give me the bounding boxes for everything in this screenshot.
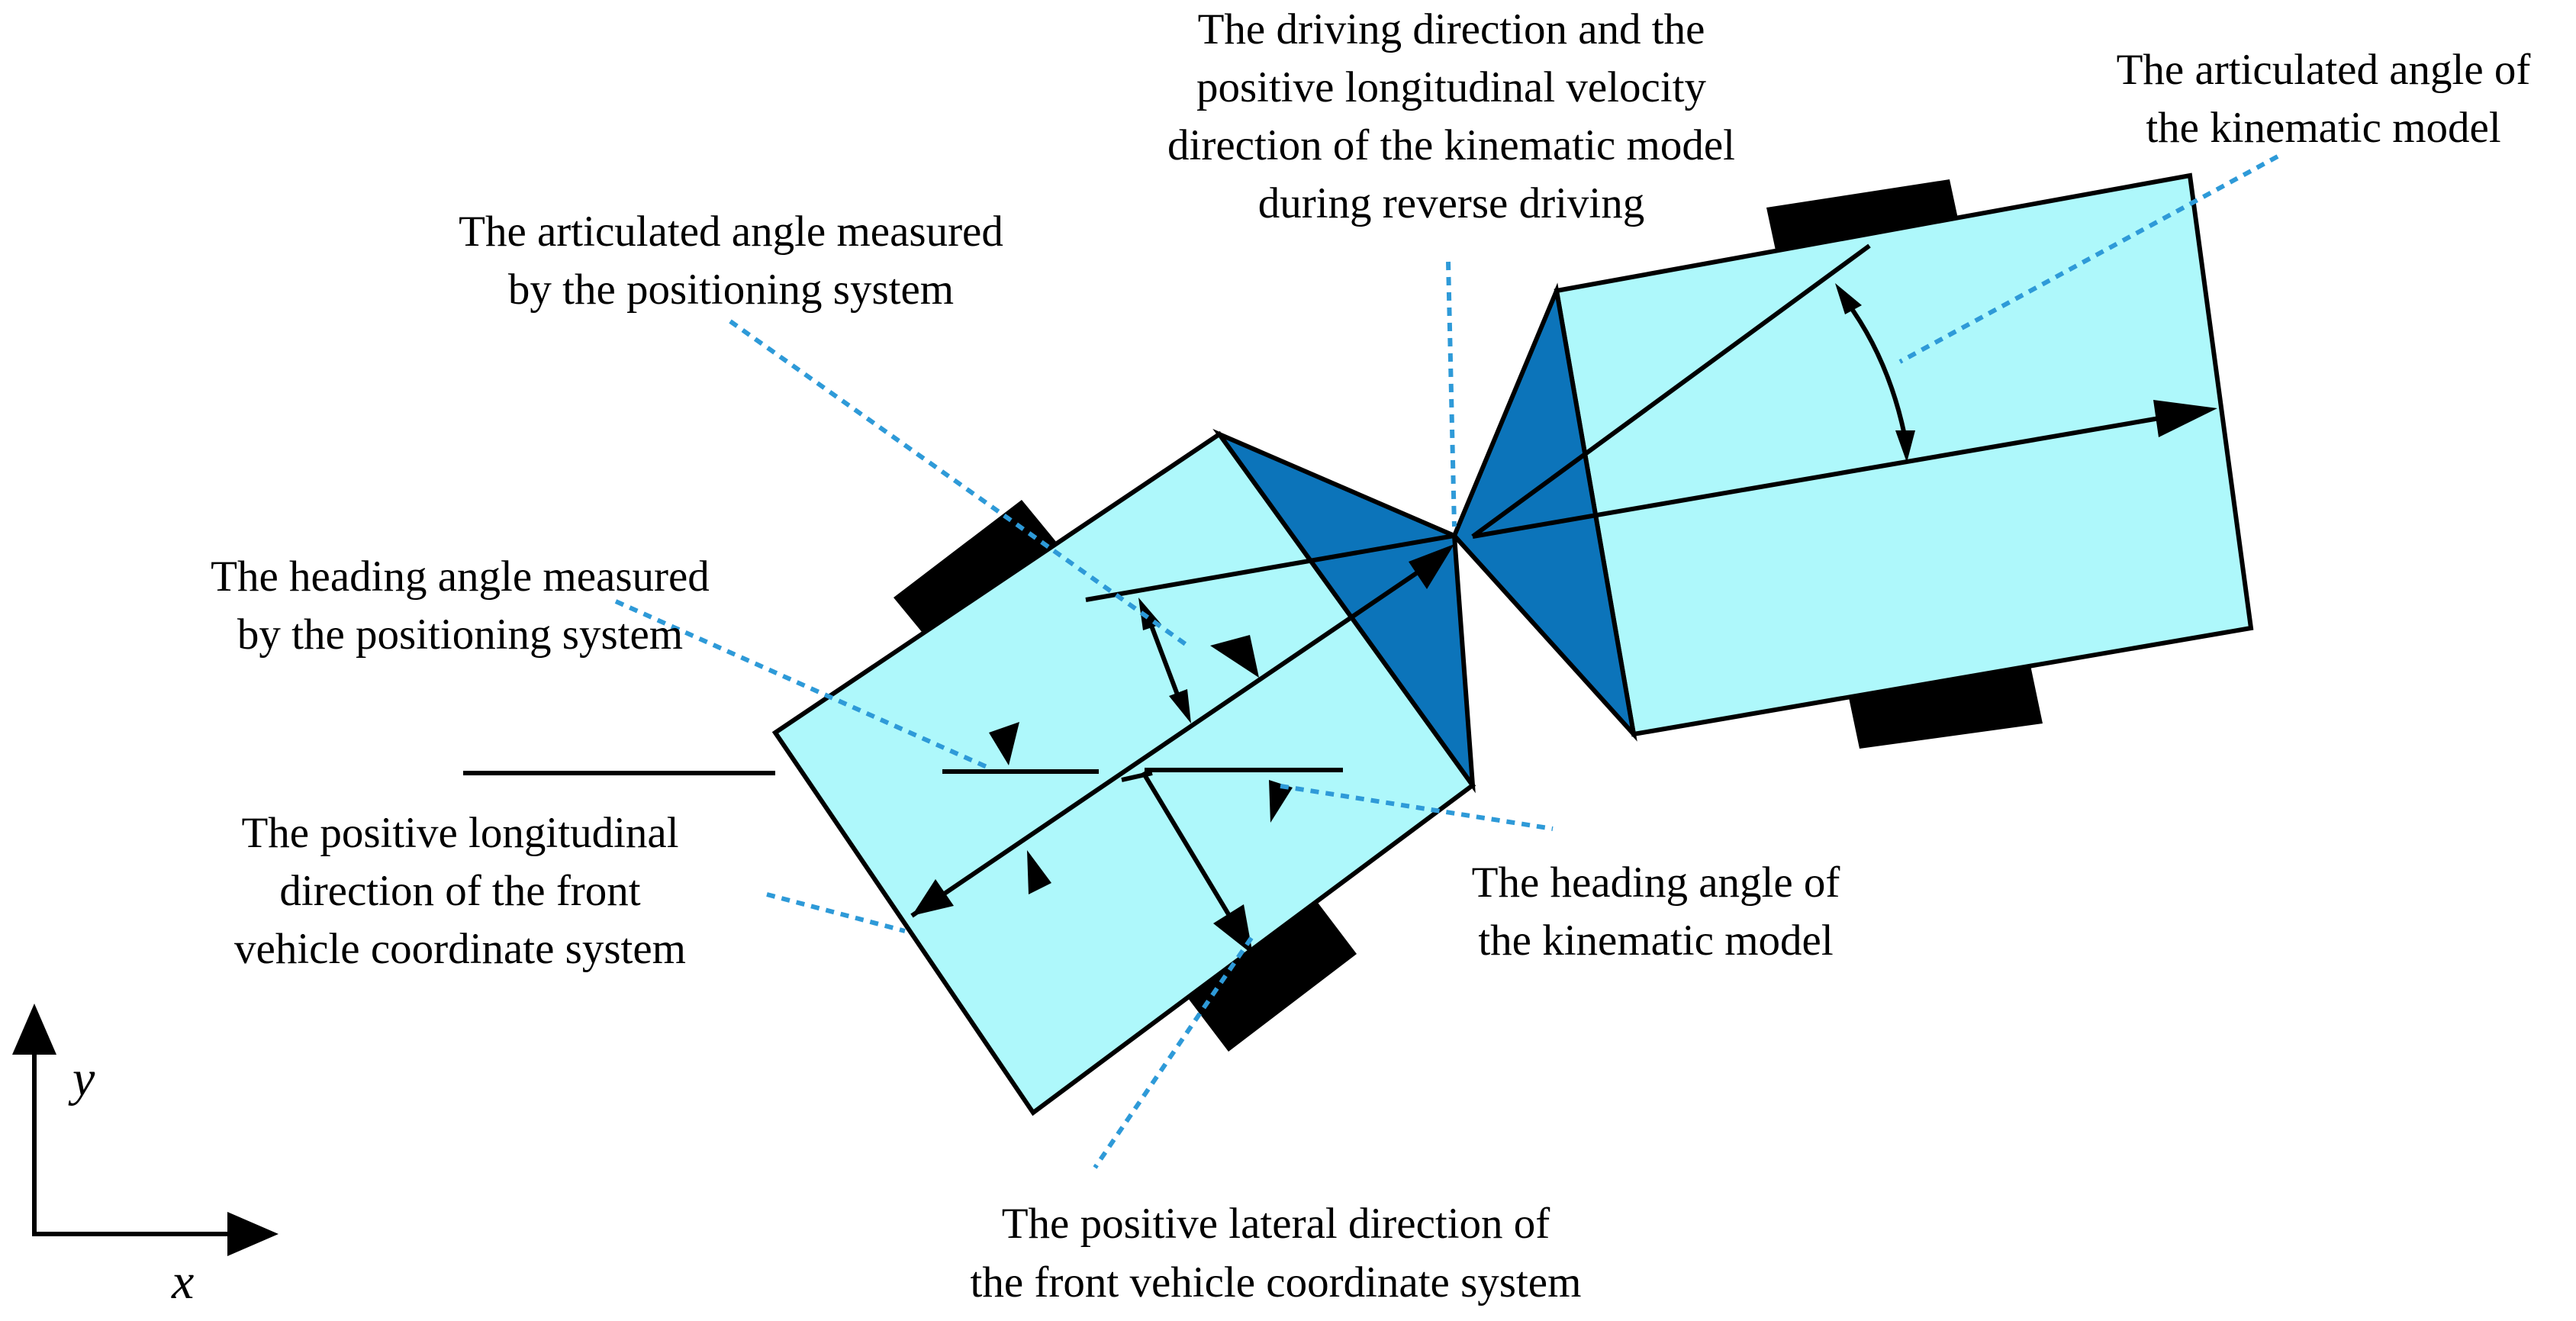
rear-vehicle-wheel-top (1766, 179, 1961, 261)
measured-articulation-arc (1147, 618, 1182, 702)
leader-positive-lateral (1093, 936, 1254, 1169)
x-axis-label: x (171, 1254, 194, 1310)
longitudinal-angle-marker (1027, 850, 1051, 894)
front-vehicle-wheel-bottom (1178, 888, 1357, 1052)
rear-driving-direction-line (1472, 416, 2160, 539)
measured-articulation-marker (1210, 635, 1259, 678)
label-articulated-angle-measured: The articulated angle measured by the po… (459, 208, 1003, 314)
svg-text:the kinematic model: the kinematic model (2146, 104, 2500, 152)
y-axis-label: y (68, 1051, 95, 1107)
label-driving-direction: The driving direction and the positive l… (1167, 5, 1735, 227)
svg-text:the kinematic model: the kinematic model (1478, 917, 1833, 965)
lateral-direction-arrowhead (1213, 904, 1253, 955)
svg-text:The heading angle of: The heading angle of (1472, 859, 1840, 907)
svg-text:by the positioning system: by the positioning system (508, 266, 954, 314)
rear-vehicle-axis (1471, 243, 1871, 539)
label-articulated-angle-kinematic: The articulated angle of the kinematic m… (2117, 46, 2531, 152)
leader-driving-direction (1446, 261, 1457, 527)
lateral-direction-line (1141, 771, 1231, 916)
kinematic-articulation-arc (1844, 300, 1907, 436)
kinematic-articulation-arrowhead-bottom (1895, 430, 1915, 462)
svg-text:The positive longitudinal: The positive longitudinal (241, 809, 678, 857)
svg-text:The heading angle measured: The heading angle measured (211, 553, 710, 601)
rear-hinge-triangle (1451, 282, 1637, 742)
longitudinal-arrowhead-front (1409, 544, 1454, 589)
svg-text:by the positioning system: by the positioning system (237, 611, 683, 659)
front-hinge-triangle (1212, 428, 1476, 794)
svg-text:positive longitudinal velocity: positive longitudinal velocity (1196, 63, 1707, 111)
svg-text:the front vehicle coordinate s: the front vehicle coordinate system (971, 1258, 1582, 1307)
svg-text:direction of the front: direction of the front (279, 867, 640, 915)
leader-heading-kinematic (1280, 784, 1554, 831)
lateral-divider (1121, 771, 1153, 782)
kinematic-articulation-arrowhead-top (1835, 283, 1862, 314)
svg-text:direction of the kinematic mod: direction of the kinematic model (1167, 121, 1735, 169)
leader-heading-measured (614, 599, 993, 772)
label-heading-angle-kinematic: The heading angle of the kinematic model (1472, 859, 1840, 965)
measured-articulation-arrowhead-bottom (1169, 689, 1191, 723)
leader-articulated-measured (729, 319, 1188, 647)
longitudinal-arrowhead-rear (912, 879, 954, 916)
heading-angle-marker-kinematic (1269, 780, 1293, 823)
x-axis-arrowhead (227, 1212, 279, 1256)
heading-angle-marker-measured (989, 722, 1019, 765)
svg-text:The articulated angle of: The articulated angle of (2117, 46, 2531, 94)
svg-text:during reverse driving: during reverse driving (1258, 179, 1645, 227)
label-positive-longitudinal: The positive longitudinal direction of t… (234, 809, 686, 973)
label-positive-lateral: The positive lateral direction of the fr… (971, 1200, 1582, 1307)
leader-articulated-kinematic (1898, 154, 2279, 364)
label-heading-angle-measured: The heading angle measured by the positi… (211, 553, 710, 659)
svg-text:The articulated angle measured: The articulated angle measured (459, 208, 1003, 256)
measured-articulation-reference (1085, 533, 1455, 602)
svg-text:The positive lateral direction: The positive lateral direction of (1002, 1200, 1550, 1248)
leader-positive-longitudinal (766, 892, 906, 933)
rear-vehicle-body (1554, 172, 2254, 737)
svg-text:vehicle coordinate system: vehicle coordinate system (234, 925, 686, 973)
y-axis-arrowhead (12, 1004, 56, 1055)
svg-text:The driving direction and the: The driving direction and the (1198, 5, 1705, 53)
rear-driving-direction-arrowhead (2153, 400, 2217, 437)
front-longitudinal-axis (910, 559, 1436, 918)
front-vehicle-wheel-top (894, 500, 1071, 658)
